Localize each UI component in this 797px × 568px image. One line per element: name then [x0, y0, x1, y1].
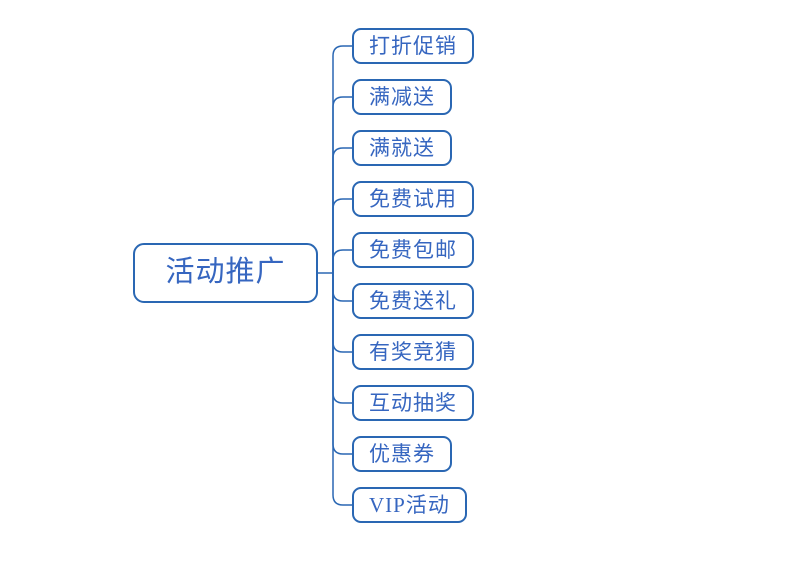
topic-node-4[interactable]: 免费试用 — [352, 181, 474, 217]
topic-node-10[interactable]: VIP活动 — [352, 487, 467, 523]
topic-label: 免费包邮 — [369, 238, 457, 262]
topic-label: 优惠券 — [369, 442, 435, 466]
root-node[interactable]: 活动推广 — [133, 243, 318, 303]
topic-label: VIP活动 — [369, 493, 450, 517]
topic-label: 满减送 — [369, 85, 435, 109]
connector-path — [332, 273, 352, 506]
topic-label: 满就送 — [369, 136, 435, 160]
topic-label: 打折促销 — [369, 34, 457, 58]
root-node-label: 活动推广 — [165, 256, 286, 288]
connector-path — [332, 96, 352, 273]
connector-path — [332, 45, 352, 273]
topic-node-3[interactable]: 满就送 — [352, 130, 452, 166]
connector-path — [332, 273, 352, 302]
topic-node-9[interactable]: 优惠券 — [352, 436, 452, 472]
topic-label: 免费试用 — [369, 187, 457, 211]
connector-path — [332, 198, 352, 273]
topic-node-2[interactable]: 满减送 — [352, 79, 452, 115]
connector-path — [332, 273, 352, 455]
topic-label: 免费送礼 — [369, 289, 457, 313]
connector-path — [332, 273, 352, 353]
topic-label: 有奖竞猜 — [369, 340, 457, 364]
topic-label: 互动抽奖 — [369, 391, 457, 415]
topic-node-8[interactable]: 互动抽奖 — [352, 385, 474, 421]
connector-path — [332, 147, 352, 273]
topic-node-7[interactable]: 有奖竞猜 — [352, 334, 474, 370]
topic-node-1[interactable]: 打折促销 — [352, 28, 474, 64]
topic-node-6[interactable]: 免费送礼 — [352, 283, 474, 319]
connector-path — [332, 273, 352, 404]
topic-node-5[interactable]: 免费包邮 — [352, 232, 474, 268]
connector-path — [332, 249, 352, 273]
